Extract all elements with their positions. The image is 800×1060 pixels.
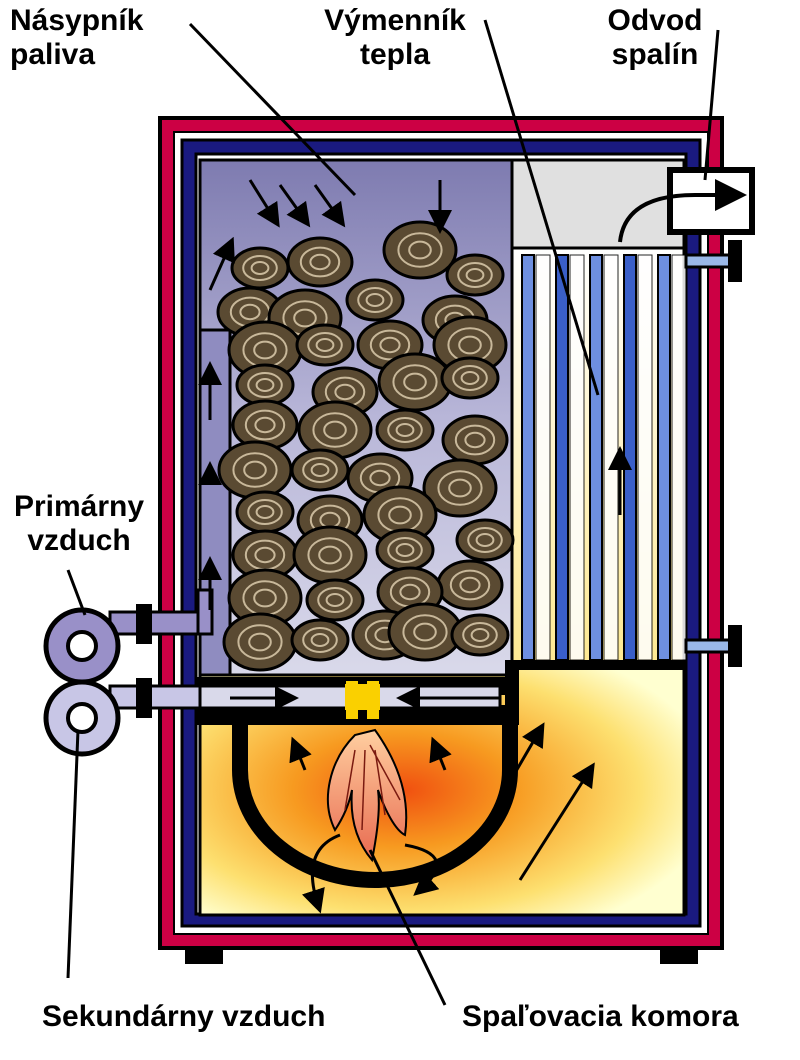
label-combustion-chamber: Spaľovacia komora xyxy=(462,1000,739,1033)
fuel-log xyxy=(222,612,298,672)
exchanger-tube xyxy=(521,254,535,661)
flow-arrows xyxy=(198,179,632,914)
fuel-log xyxy=(455,518,515,562)
fuel-logs xyxy=(216,220,515,672)
fuel-log xyxy=(297,400,373,460)
label-heat-exchanger: Výmenník tepla xyxy=(324,4,466,71)
flow-arrow xyxy=(518,762,595,881)
fuel-log xyxy=(375,528,435,572)
fuel-log xyxy=(450,613,510,657)
fuel-log xyxy=(387,602,463,662)
flow-arrow xyxy=(301,833,341,914)
fuel-log xyxy=(217,440,293,500)
flow-arrow xyxy=(503,722,545,791)
water-connections xyxy=(684,240,742,667)
flow-arrow xyxy=(289,736,312,771)
fuel-log xyxy=(382,220,458,280)
fuel-log xyxy=(286,236,354,288)
flue-gas-outlet xyxy=(618,167,755,243)
fuel-log xyxy=(235,363,295,407)
flow-arrow xyxy=(248,179,280,228)
exchanger-tube xyxy=(589,254,603,661)
flow-arrow xyxy=(278,184,311,228)
flow-arrow xyxy=(404,843,440,896)
label-primary-air: Primárny vzduch xyxy=(13,490,145,557)
flow-arrow xyxy=(208,236,235,291)
heat-exchanger xyxy=(510,158,687,670)
fuel-log xyxy=(290,448,350,492)
exchanger-tube xyxy=(657,254,671,661)
fuel-log xyxy=(377,352,453,412)
fuel-log xyxy=(235,490,295,534)
flow-arrow xyxy=(429,736,452,771)
exchanger-tube xyxy=(623,254,637,661)
fuel-log xyxy=(422,458,498,518)
label-secondary-air: Sekundárny vzduch xyxy=(42,1000,326,1033)
fuel-log xyxy=(441,414,509,466)
fuel-log xyxy=(290,618,350,662)
fuel-log xyxy=(440,356,500,400)
fuel-log xyxy=(436,559,504,611)
fuel-log xyxy=(345,278,405,322)
leader-lines xyxy=(66,19,720,1006)
exchanger-tube xyxy=(555,254,569,661)
fuel-log xyxy=(292,525,368,585)
fuel-log xyxy=(295,323,355,367)
fuel-log xyxy=(305,578,365,622)
flame xyxy=(327,728,408,863)
fuel-log xyxy=(375,408,435,452)
label-flue-gas-outlet: Odvod spalín xyxy=(607,4,703,71)
fuel-log xyxy=(445,253,505,297)
label-fuel-hopper: Násypník paliva xyxy=(10,4,144,71)
flow-arrow xyxy=(313,184,346,228)
fuel-log xyxy=(230,246,290,290)
